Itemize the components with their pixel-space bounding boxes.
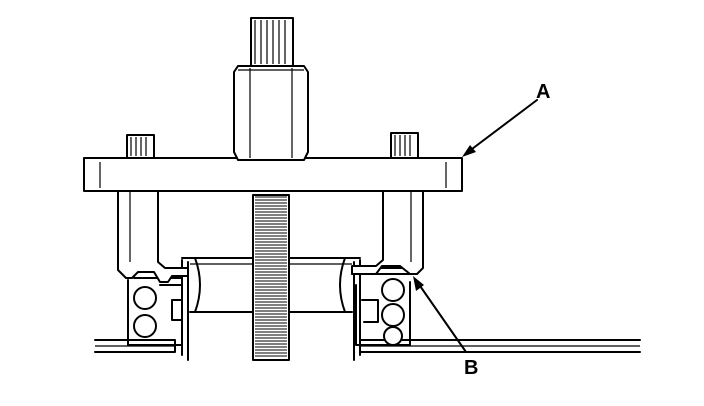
- forcing-screw: [252, 194, 290, 361]
- left-jaw: [117, 177, 189, 283]
- jaw-bolt-right: [390, 132, 419, 159]
- arrow-head-b: [413, 276, 424, 291]
- left-bearing: [127, 271, 183, 346]
- bolt-top-thread: [250, 17, 294, 67]
- hex-nut: [233, 65, 309, 161]
- callout-label-b: B: [464, 357, 478, 379]
- callout-a: A: [462, 81, 550, 157]
- right-jaw: [351, 177, 424, 275]
- center-hub: [181, 257, 361, 361]
- arrow-head-a: [462, 145, 476, 157]
- callout-b: B: [413, 276, 478, 379]
- puller-cross-bar: [83, 157, 463, 192]
- jaw-bolt-left: [126, 134, 155, 159]
- callout-label-a: A: [536, 81, 550, 103]
